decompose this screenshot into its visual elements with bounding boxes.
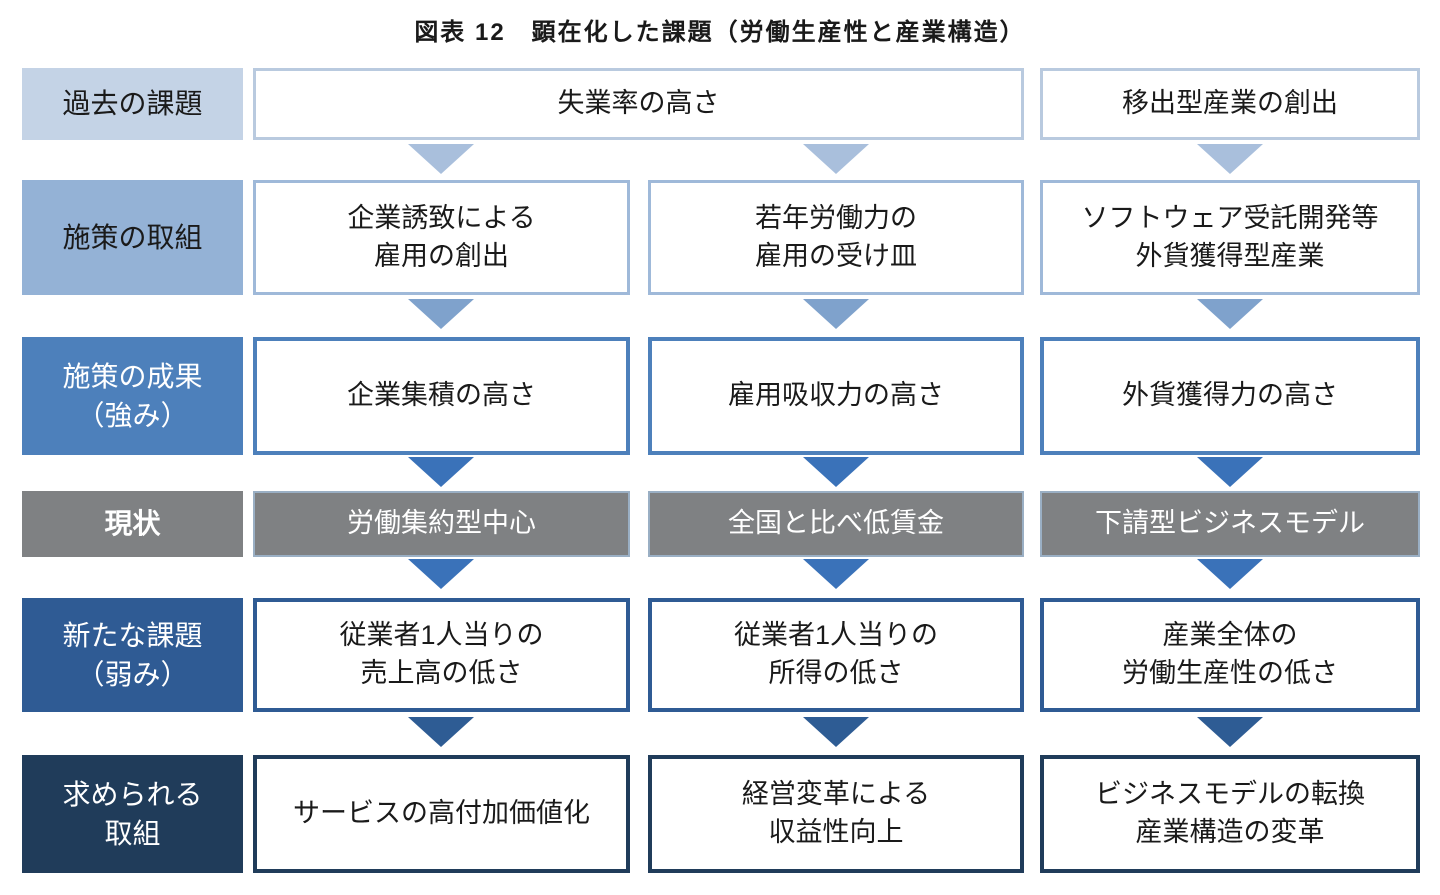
down-arrow-icon [408,457,474,487]
box-unemployment-rate: 失業率の高さ [253,68,1024,140]
row-label-required-actions: 求められる 取組 [22,755,243,873]
down-arrow-icon [803,717,869,747]
row-label-new-issues: 新たな課題 （弱み） [22,598,243,712]
box-low-income-per-capita: 従業者1人当りの 所得の低さ [648,598,1024,712]
down-arrow-icon [803,299,869,329]
box-corporate-attraction: 企業誘致による 雇用の創出 [253,180,630,295]
box-young-labor: 若年労働力の 雇用の受け皿 [648,180,1024,295]
down-arrow-icon [408,559,474,589]
down-arrow-icon [408,299,474,329]
down-arrow-icon [1197,717,1263,747]
box-service-value-added: サービスの高付加価値化 [253,755,630,873]
down-arrow-icon [803,144,869,174]
box-business-agglomeration: 企業集積の高さ [253,337,630,455]
down-arrow-icon [803,559,869,589]
box-low-productivity: 産業全体の 労働生産性の低さ [1040,598,1420,712]
down-arrow-icon [1197,559,1263,589]
row-label-current-state: 現状 [22,491,243,557]
down-arrow-icon [1197,299,1263,329]
box-foreign-currency-power: 外貨獲得力の高さ [1040,337,1420,455]
down-arrow-icon [1197,457,1263,487]
box-low-wages: 全国と比べ低賃金 [648,491,1024,557]
box-business-model-shift: ビジネスモデルの転換 産業構造の変革 [1040,755,1420,873]
down-arrow-icon [1197,144,1263,174]
box-employment-absorption: 雇用吸収力の高さ [648,337,1024,455]
box-export-industry-creation: 移出型産業の創出 [1040,68,1420,140]
down-arrow-icon [408,717,474,747]
box-software-development: ソフトウェア受託開発等 外貨獲得型産業 [1040,180,1420,295]
row-label-policy-results: 施策の成果 （強み） [22,337,243,455]
down-arrow-icon [408,144,474,174]
box-management-reform: 経営変革による 収益性向上 [648,755,1024,873]
figure-title: 図表 12 顕在化した課題（労働生産性と産業構造） [414,19,1026,46]
box-subcontract-model: 下請型ビジネスモデル [1040,491,1420,557]
row-label-past-issues: 過去の課題 [22,68,243,140]
box-labor-intensive: 労働集約型中心 [253,491,630,557]
row-label-policy-actions: 施策の取組 [22,180,243,295]
box-low-sales-per-capita: 従業者1人当りの 売上高の低さ [253,598,630,712]
down-arrow-icon [803,457,869,487]
